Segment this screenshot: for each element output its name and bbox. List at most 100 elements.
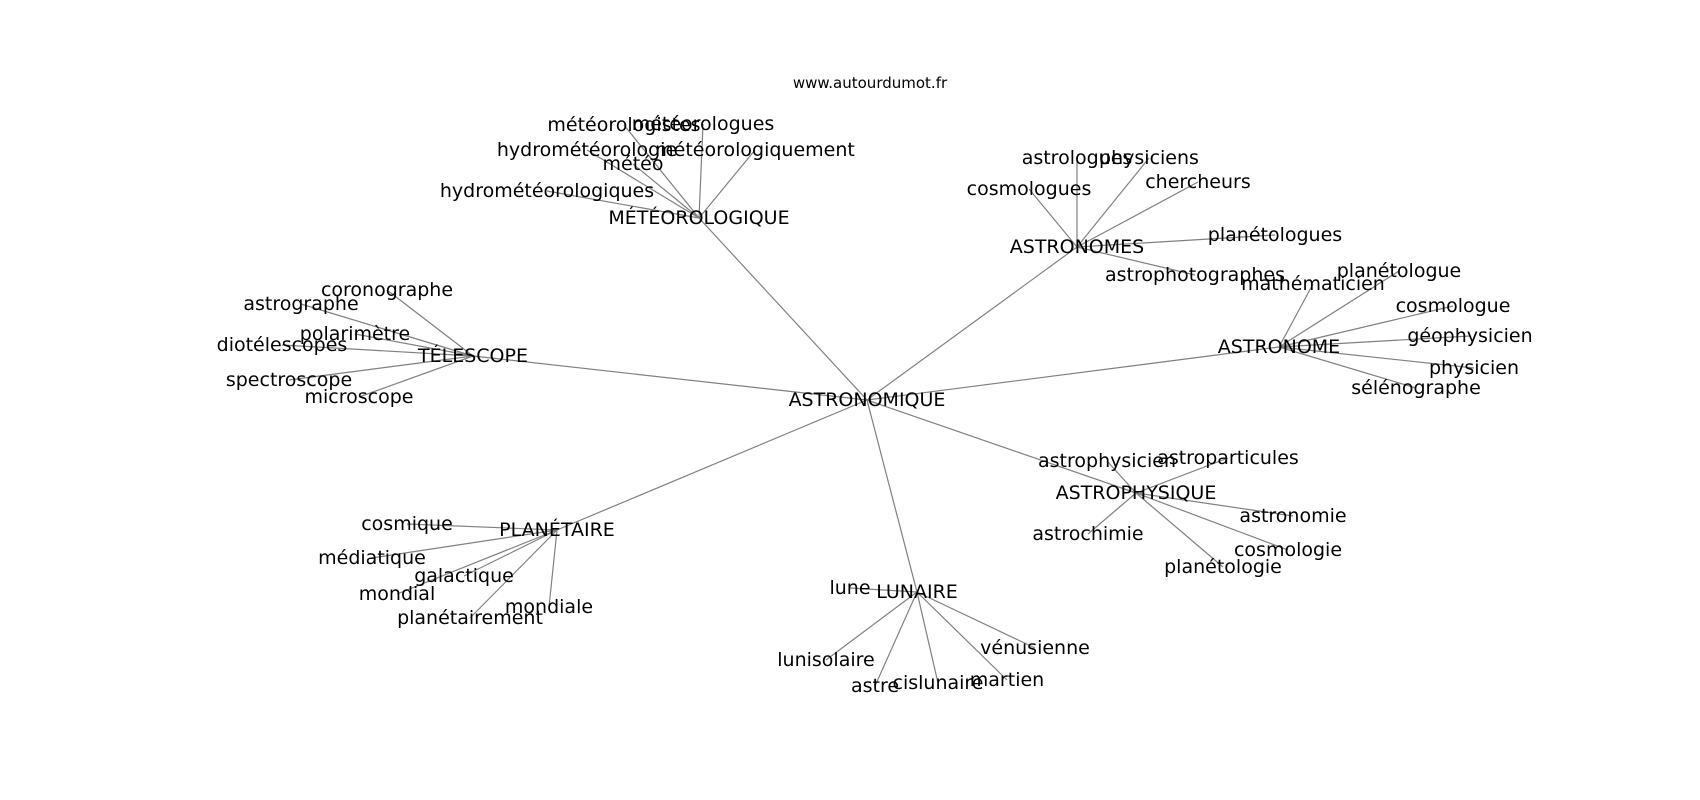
- leaf-node-meteorologistes: météorologistes: [547, 114, 700, 136]
- leaf-node-lunisolaire: lunisolaire: [777, 649, 874, 671]
- edge-planetaire-galactique: [463, 529, 558, 577]
- edge-meteorologique-meteo: [632, 163, 700, 219]
- edge-astronome-selenographe: [1278, 346, 1417, 389]
- leaf-node-physicien: physicien: [1429, 357, 1519, 379]
- leaf-node-physiciens: physiciens: [1099, 147, 1199, 169]
- leaf-node-meteo: météo: [603, 153, 664, 175]
- edge-telescope-astrographe: [300, 303, 474, 357]
- leaf-node-hydrometeorologie: hydrométéorologie: [497, 139, 677, 161]
- edge-astronome-planetologue: [1278, 270, 1400, 348]
- leaf-node-galactique: galactique: [414, 565, 514, 587]
- hub-node-telescope: TÉLESCOPE: [417, 344, 528, 367]
- hub-node-astrophysique: ASTROPHYSIQUE: [1056, 482, 1217, 504]
- hub-node-planetaire: PLANÉTAIRE: [499, 518, 615, 541]
- edge-meteorologique-hydrometeorologie: [586, 149, 700, 219]
- edge-lunaire-lunisolaire: [825, 591, 918, 661]
- leaf-node-mondiale: mondiale: [505, 596, 593, 618]
- leaf-node-mediatique: médiatique: [318, 547, 426, 569]
- leaf-node-astroparticules: astroparticules: [1157, 447, 1299, 469]
- edge-planetaire-mondiale: [548, 529, 558, 608]
- edge-meteorologique-meteorologues: [698, 123, 704, 219]
- edge-telescope-coronographe: [386, 289, 474, 357]
- edge-astronomes-chercheurs: [1076, 181, 1199, 248]
- edge-astronome-geophysicien: [1278, 335, 1471, 348]
- leaf-node-astrographe: astrographe: [243, 293, 358, 315]
- edge-astrophysique-astrochimie: [1087, 492, 1137, 535]
- edge-astrophysique-astronomie: [1135, 492, 1294, 517]
- edge-root-astronome: [866, 346, 1280, 401]
- hub-node-meteorologique: MÉTÉOROLOGIQUE: [608, 206, 789, 229]
- leaf-node-planetairement: planétairement: [397, 607, 543, 629]
- leaf-node-chercheurs: chercheurs: [1145, 171, 1251, 193]
- edge-lunaire-astre: [874, 591, 918, 687]
- leaf-node-astrologues: astrologues: [1022, 147, 1133, 169]
- edge-astrophysique-astroparticules: [1135, 457, 1229, 494]
- leaf-node-planetologie: planétologie: [1164, 556, 1282, 578]
- edge-astronomes-physiciens: [1076, 157, 1150, 248]
- source-credit: www.autourdumot.fr: [793, 74, 948, 92]
- leaf-node-hydrometeorologiques: hydrométéorologiques: [440, 180, 654, 202]
- leaf-node-spectroscope: spectroscope: [226, 369, 352, 391]
- leaf-node-martien: martien: [970, 669, 1044, 691]
- leaf-node-planetologue: planétologue: [1337, 260, 1461, 282]
- edge-lunaire-lune: [849, 587, 918, 593]
- leaf-node-astrophotographes: astrophotographes: [1105, 264, 1285, 286]
- leaf-node-meteorologues: météorologues: [632, 113, 775, 135]
- edge-planetaire-mediatique: [371, 529, 558, 559]
- leaf-node-venusienne: vénusienne: [980, 637, 1090, 659]
- leaf-node-selenographe: sélénographe: [1351, 377, 1481, 399]
- edge-planetaire-planetairement: [469, 529, 558, 619]
- hub-node-astronomes: ASTRONOMES: [1010, 236, 1144, 258]
- leaf-node-coronographe: coronographe: [321, 279, 453, 301]
- leaf-node-cosmologue: cosmologue: [1396, 295, 1511, 317]
- leaf-node-astrochimie: astrochimie: [1032, 523, 1143, 545]
- leaf-node-lune: lune: [829, 577, 870, 599]
- edge-astronomes-astrophotographes: [1076, 246, 1196, 276]
- leaf-node-planetologues: planétologues: [1208, 224, 1342, 246]
- hub-node-astronome: ASTRONOME: [1218, 336, 1340, 358]
- edge-astronomes-cosmologues: [1028, 188, 1078, 248]
- edge-root-astronomes: [866, 246, 1078, 401]
- edge-root-telescope: [472, 355, 868, 401]
- edge-astronomes-planetologues: [1076, 234, 1276, 248]
- edge-astrophysique-planetologie: [1135, 492, 1224, 568]
- edge-telescope-microscope: [358, 355, 474, 398]
- hub-node-lunaire: LUNAIRE: [876, 581, 958, 603]
- edge-root-planetaire: [556, 399, 868, 531]
- label-layer: ASTRONOMIQUE MÉTÉOROLOGIQUE météorologiste…: [217, 113, 1533, 697]
- leaf-node-cosmologues: cosmologues: [967, 178, 1092, 200]
- leaf-node-meteorologiquement: météorologiquement: [655, 139, 855, 161]
- edge-meteorologique-meteorologiquement: [698, 149, 756, 219]
- leaf-node-astrophysicien: astrophysicien: [1038, 450, 1176, 472]
- edge-astronome-physicien: [1278, 346, 1475, 369]
- edge-telescope-spectroscope: [288, 355, 474, 381]
- edge-meteorologique-meteorologistes: [623, 124, 700, 219]
- edge-telescope-polarimetre: [354, 333, 474, 357]
- leaf-node-astre: astre: [851, 675, 899, 697]
- edge-lunaire-cislunaire: [916, 591, 939, 684]
- root-node-label: ASTRONOMIQUE: [789, 389, 946, 411]
- edge-root-meteorologique: [698, 217, 868, 401]
- edge-lunaire-martien: [916, 591, 1008, 681]
- edge-astronome-cosmologue: [1278, 305, 1454, 348]
- leaf-node-astronomie: astronomie: [1239, 505, 1346, 527]
- edge-telescope-diotelescopes: [281, 344, 474, 357]
- leaf-node-cosmique: cosmique: [361, 513, 453, 535]
- edge-lunaire-venusienne: [916, 591, 1036, 649]
- leaf-node-mondial: mondial: [359, 583, 435, 605]
- leaf-node-diotelescopes: diotélescopes: [217, 334, 348, 356]
- edge-planetaire-cosmique: [406, 523, 558, 531]
- edge-astrophysique-cosmologie: [1135, 492, 1289, 551]
- leaf-node-cosmologie: cosmologie: [1234, 539, 1342, 561]
- edge-layer: [281, 123, 1475, 687]
- edge-root-lunaire: [866, 399, 918, 593]
- leaf-node-polarimetre: polarimètre: [300, 323, 410, 345]
- edge-planetaire-mondial: [396, 529, 558, 595]
- leaf-node-microscope: microscope: [305, 386, 414, 408]
- edge-astrophysique-astrophysicien: [1106, 460, 1137, 494]
- edge-meteorologique-hydrometeorologiques: [546, 190, 700, 219]
- edge-astronome-mathematicien: [1278, 283, 1314, 348]
- leaf-node-geophysicien: géophysicien: [1407, 325, 1532, 347]
- leaf-node-cislunaire: cislunaire: [893, 672, 984, 694]
